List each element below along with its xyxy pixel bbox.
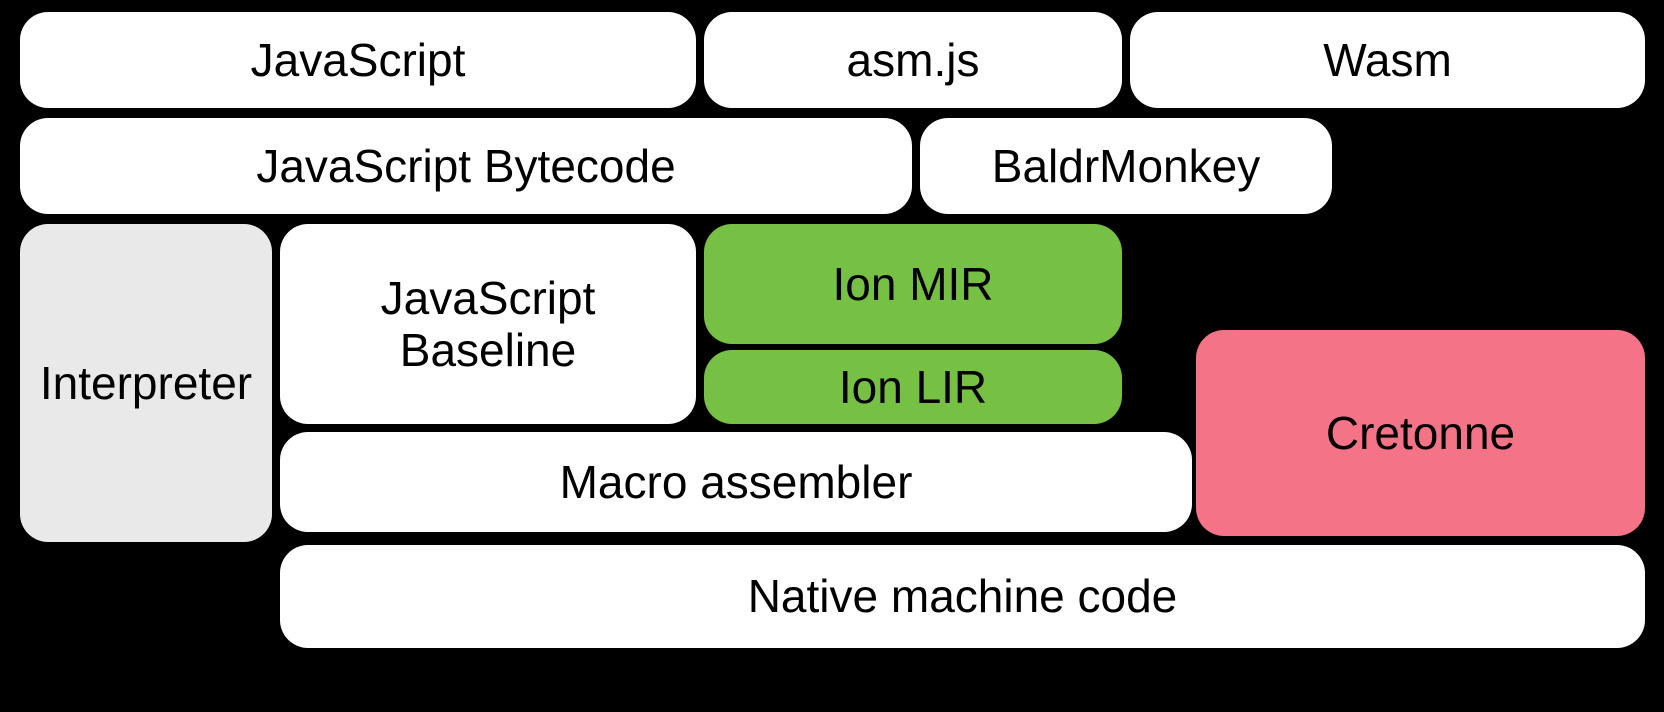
node-ion-lir: Ion LIR	[704, 350, 1122, 424]
node-javascript-bytecode: JavaScript Bytecode	[20, 118, 912, 214]
node-native-machine-code: Native machine code	[280, 545, 1645, 648]
node-cretonne: Cretonne	[1196, 330, 1645, 536]
node-baldrmonkey: BaldrMonkey	[920, 118, 1332, 214]
node-asmjs: asm.js	[704, 12, 1122, 108]
node-javascript-baseline: JavaScript Baseline	[280, 224, 696, 424]
node-ion-mir: Ion MIR	[704, 224, 1122, 344]
node-macro-assembler: Macro assembler	[280, 432, 1192, 532]
node-javascript: JavaScript	[20, 12, 696, 108]
node-wasm: Wasm	[1130, 12, 1645, 108]
node-interpreter: Interpreter	[20, 224, 272, 542]
